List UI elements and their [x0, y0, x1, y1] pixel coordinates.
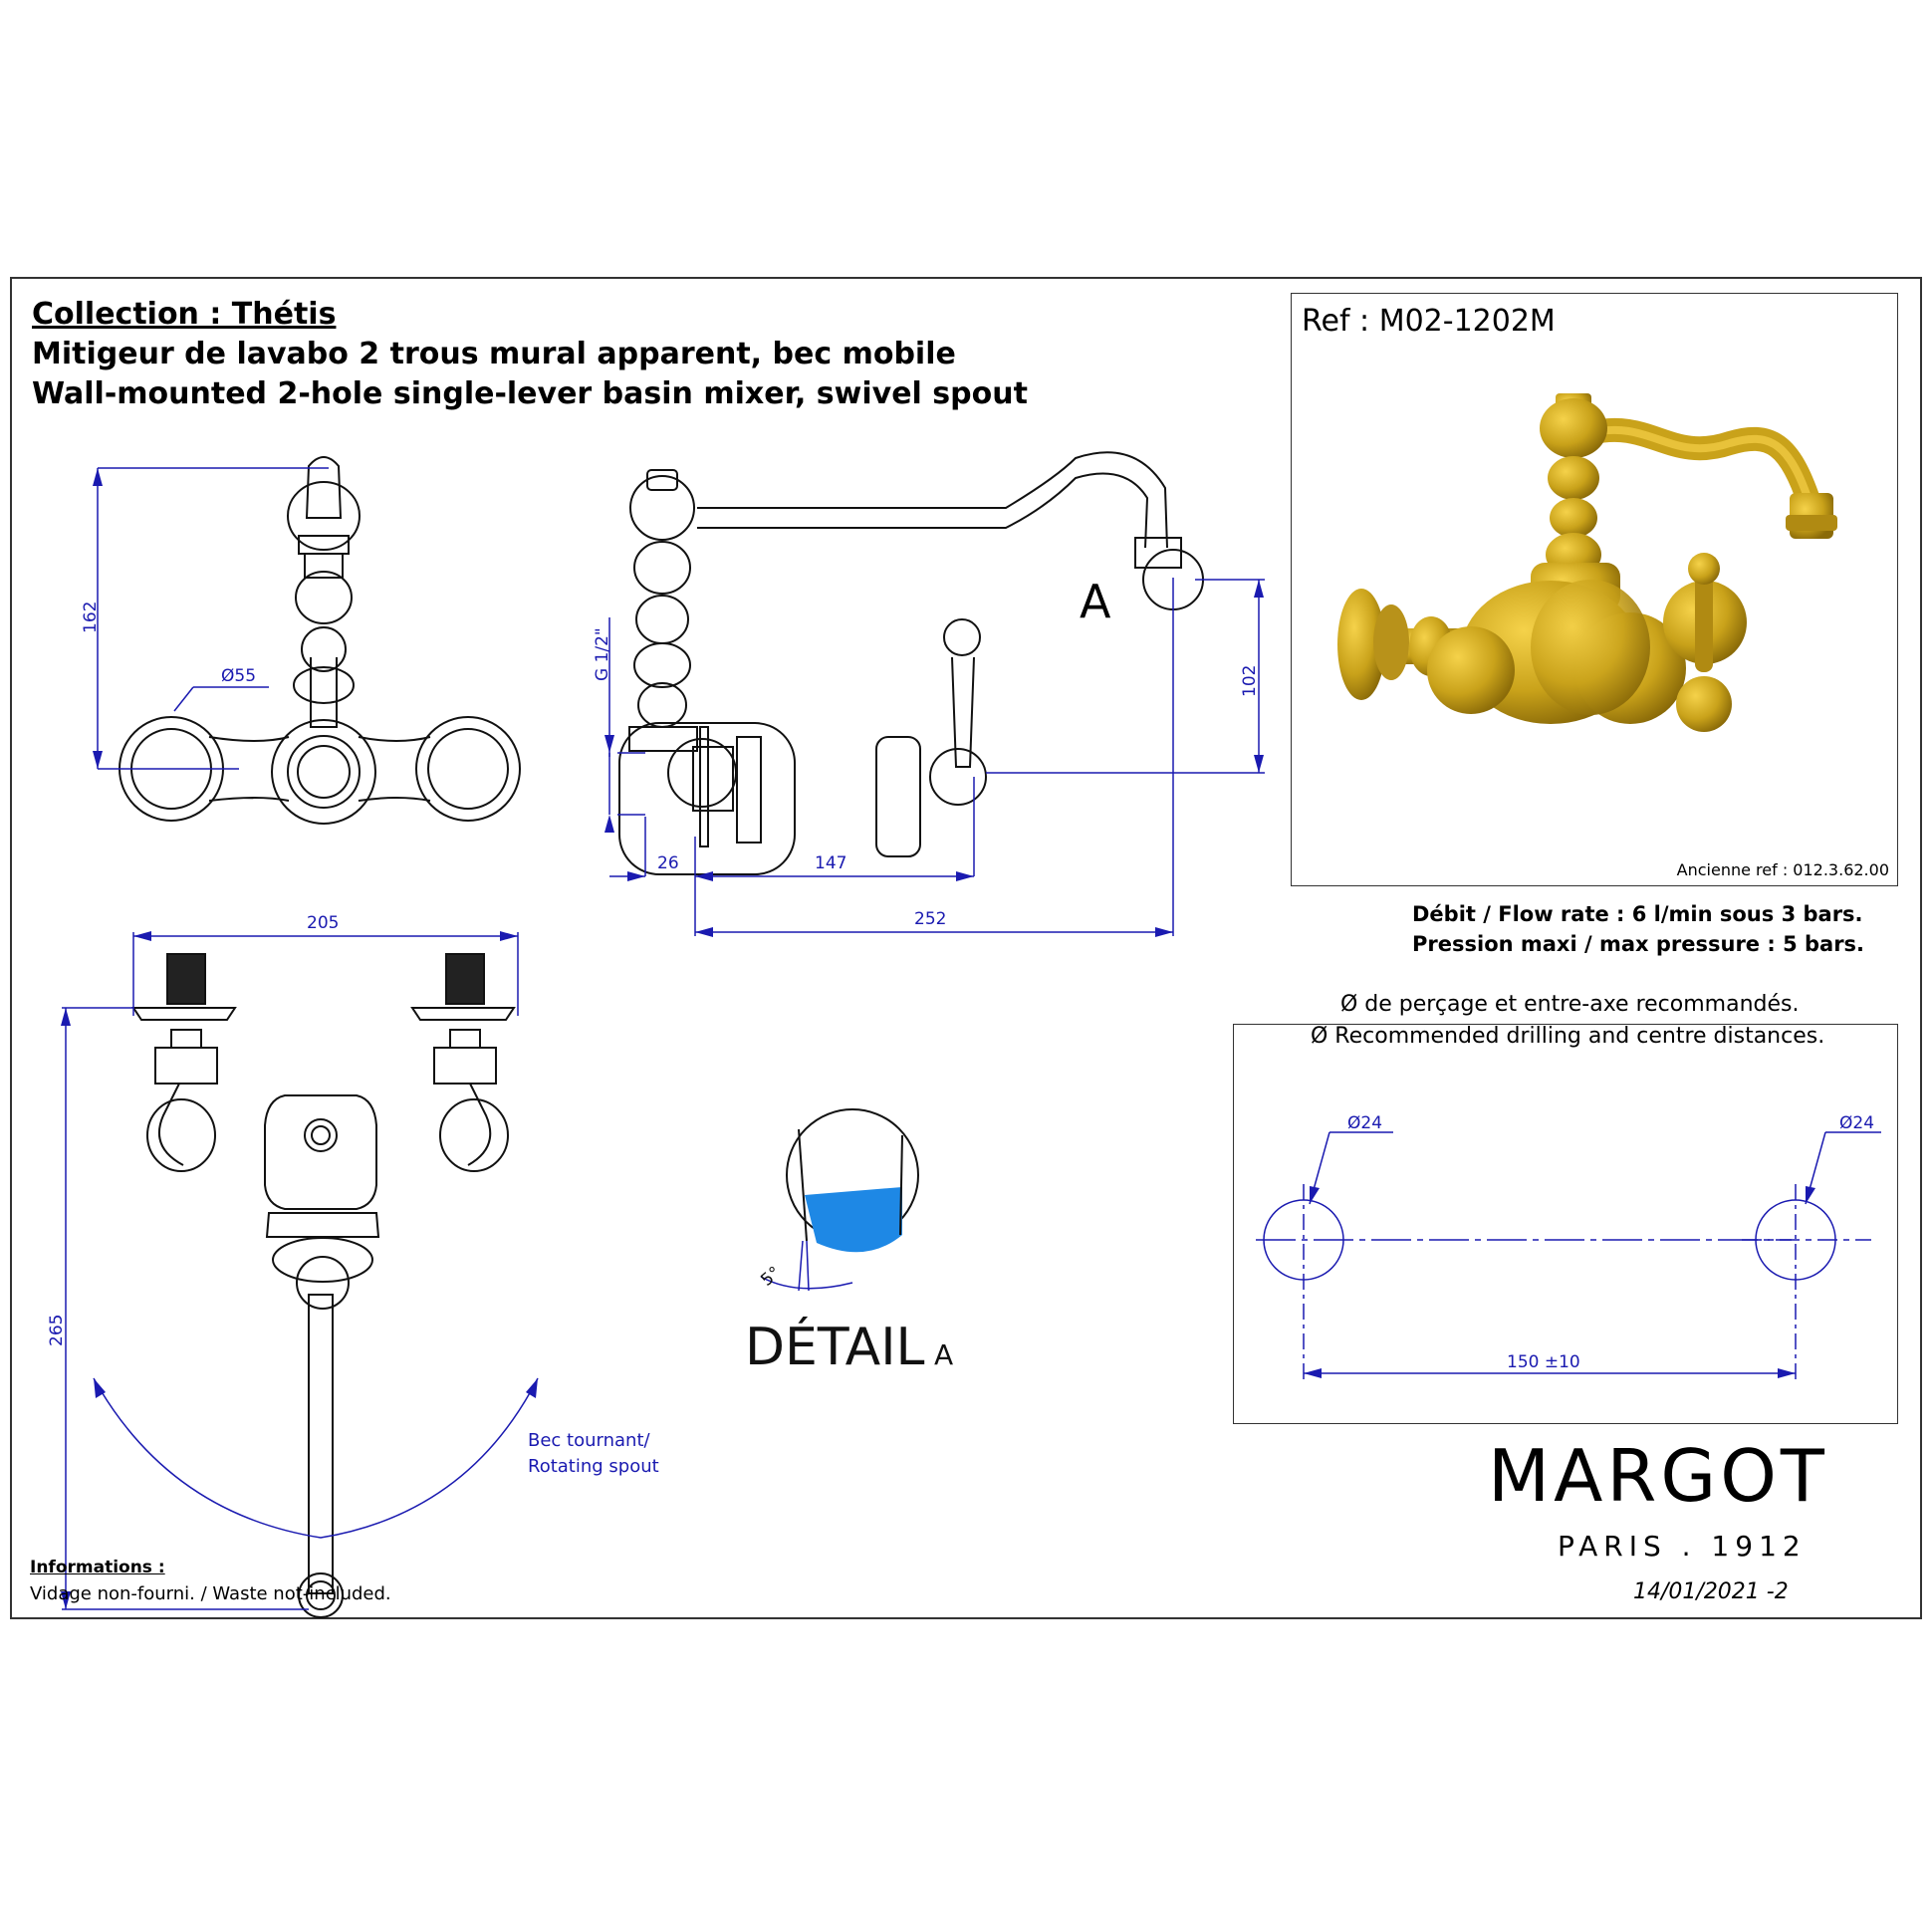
- top-view-drawing: [119, 456, 521, 825]
- drilling-diagram: Ø24 Ø24 150 ±10: [1256, 1113, 1881, 1383]
- detail-title-suffix: A: [934, 1338, 953, 1371]
- technical-drawings: 162 Ø55 G 1/2" 26 147 252 102 205 265 A …: [47, 451, 1265, 1618]
- flow-rate: Débit / Flow rate : 6 l/min sous 3 bars.: [1412, 902, 1863, 926]
- dim-265: 265: [47, 1315, 67, 1346]
- detail-angle: 5°: [757, 1263, 785, 1291]
- brand-tagline: PARIS . 1912: [1558, 1530, 1807, 1563]
- detail-marker-a: A: [1080, 575, 1111, 628]
- product-render-box: Ref : M02-1202M: [1291, 293, 1898, 886]
- info-text: Vidage non-fourni. / Waste not-included.: [30, 1583, 391, 1604]
- reference-label: Ref : M02-1202M: [1302, 304, 1556, 339]
- detail-title: DÉTAIL: [745, 1317, 925, 1377]
- dim-162: 162: [81, 602, 101, 633]
- drilling-title-en: Ø Recommended drilling and centre distan…: [1311, 1024, 1825, 1049]
- collection-title: Collection : Thétis: [32, 297, 337, 332]
- brand-logo: MARGOT: [1488, 1434, 1828, 1518]
- drilling-title-fr: Ø de perçage et entre-axe recommandés.: [1340, 992, 1800, 1017]
- dim-252: 252: [914, 909, 946, 929]
- side-view-drawing: [618, 451, 1204, 875]
- dim-d55: Ø55: [221, 666, 256, 686]
- detail-a-drawing: 5° DÉTAIL A: [745, 1108, 953, 1377]
- dim-147: 147: [815, 853, 846, 873]
- drawing-sheet: [10, 277, 1922, 1619]
- max-pressure: Pression maxi / max pressure : 5 bars.: [1412, 932, 1865, 956]
- dim-102: 102: [1240, 665, 1260, 697]
- centre-distance-label: 150 ±10: [1507, 1352, 1580, 1372]
- dim-thread: G 1/2": [593, 627, 612, 681]
- product-title-fr: Mitigeur de lavabo 2 trous mural apparen…: [32, 337, 956, 371]
- dim-26: 26: [657, 853, 679, 873]
- rotating-spout-line1: Bec tournant/: [528, 1430, 650, 1451]
- rotating-spout-line2: Rotating spout: [528, 1456, 659, 1477]
- product-title-en: Wall-mounted 2-hole single-lever basin m…: [32, 376, 1028, 411]
- old-reference: Ancienne ref : 012.3.62.00: [1676, 860, 1889, 879]
- faucet-render-image: [1337, 393, 1837, 732]
- hole-right-label: Ø24: [1839, 1113, 1874, 1133]
- info-heading: Informations :: [30, 1558, 165, 1577]
- hole-left-label: Ø24: [1347, 1113, 1382, 1133]
- dim-205: 205: [307, 913, 339, 933]
- drilling-diagram-box: Ø24 Ø24 150 ±10: [1233, 1024, 1898, 1424]
- drawing-date: 14/01/2021 -2: [1633, 1579, 1789, 1604]
- front-view-drawing: [131, 953, 516, 1618]
